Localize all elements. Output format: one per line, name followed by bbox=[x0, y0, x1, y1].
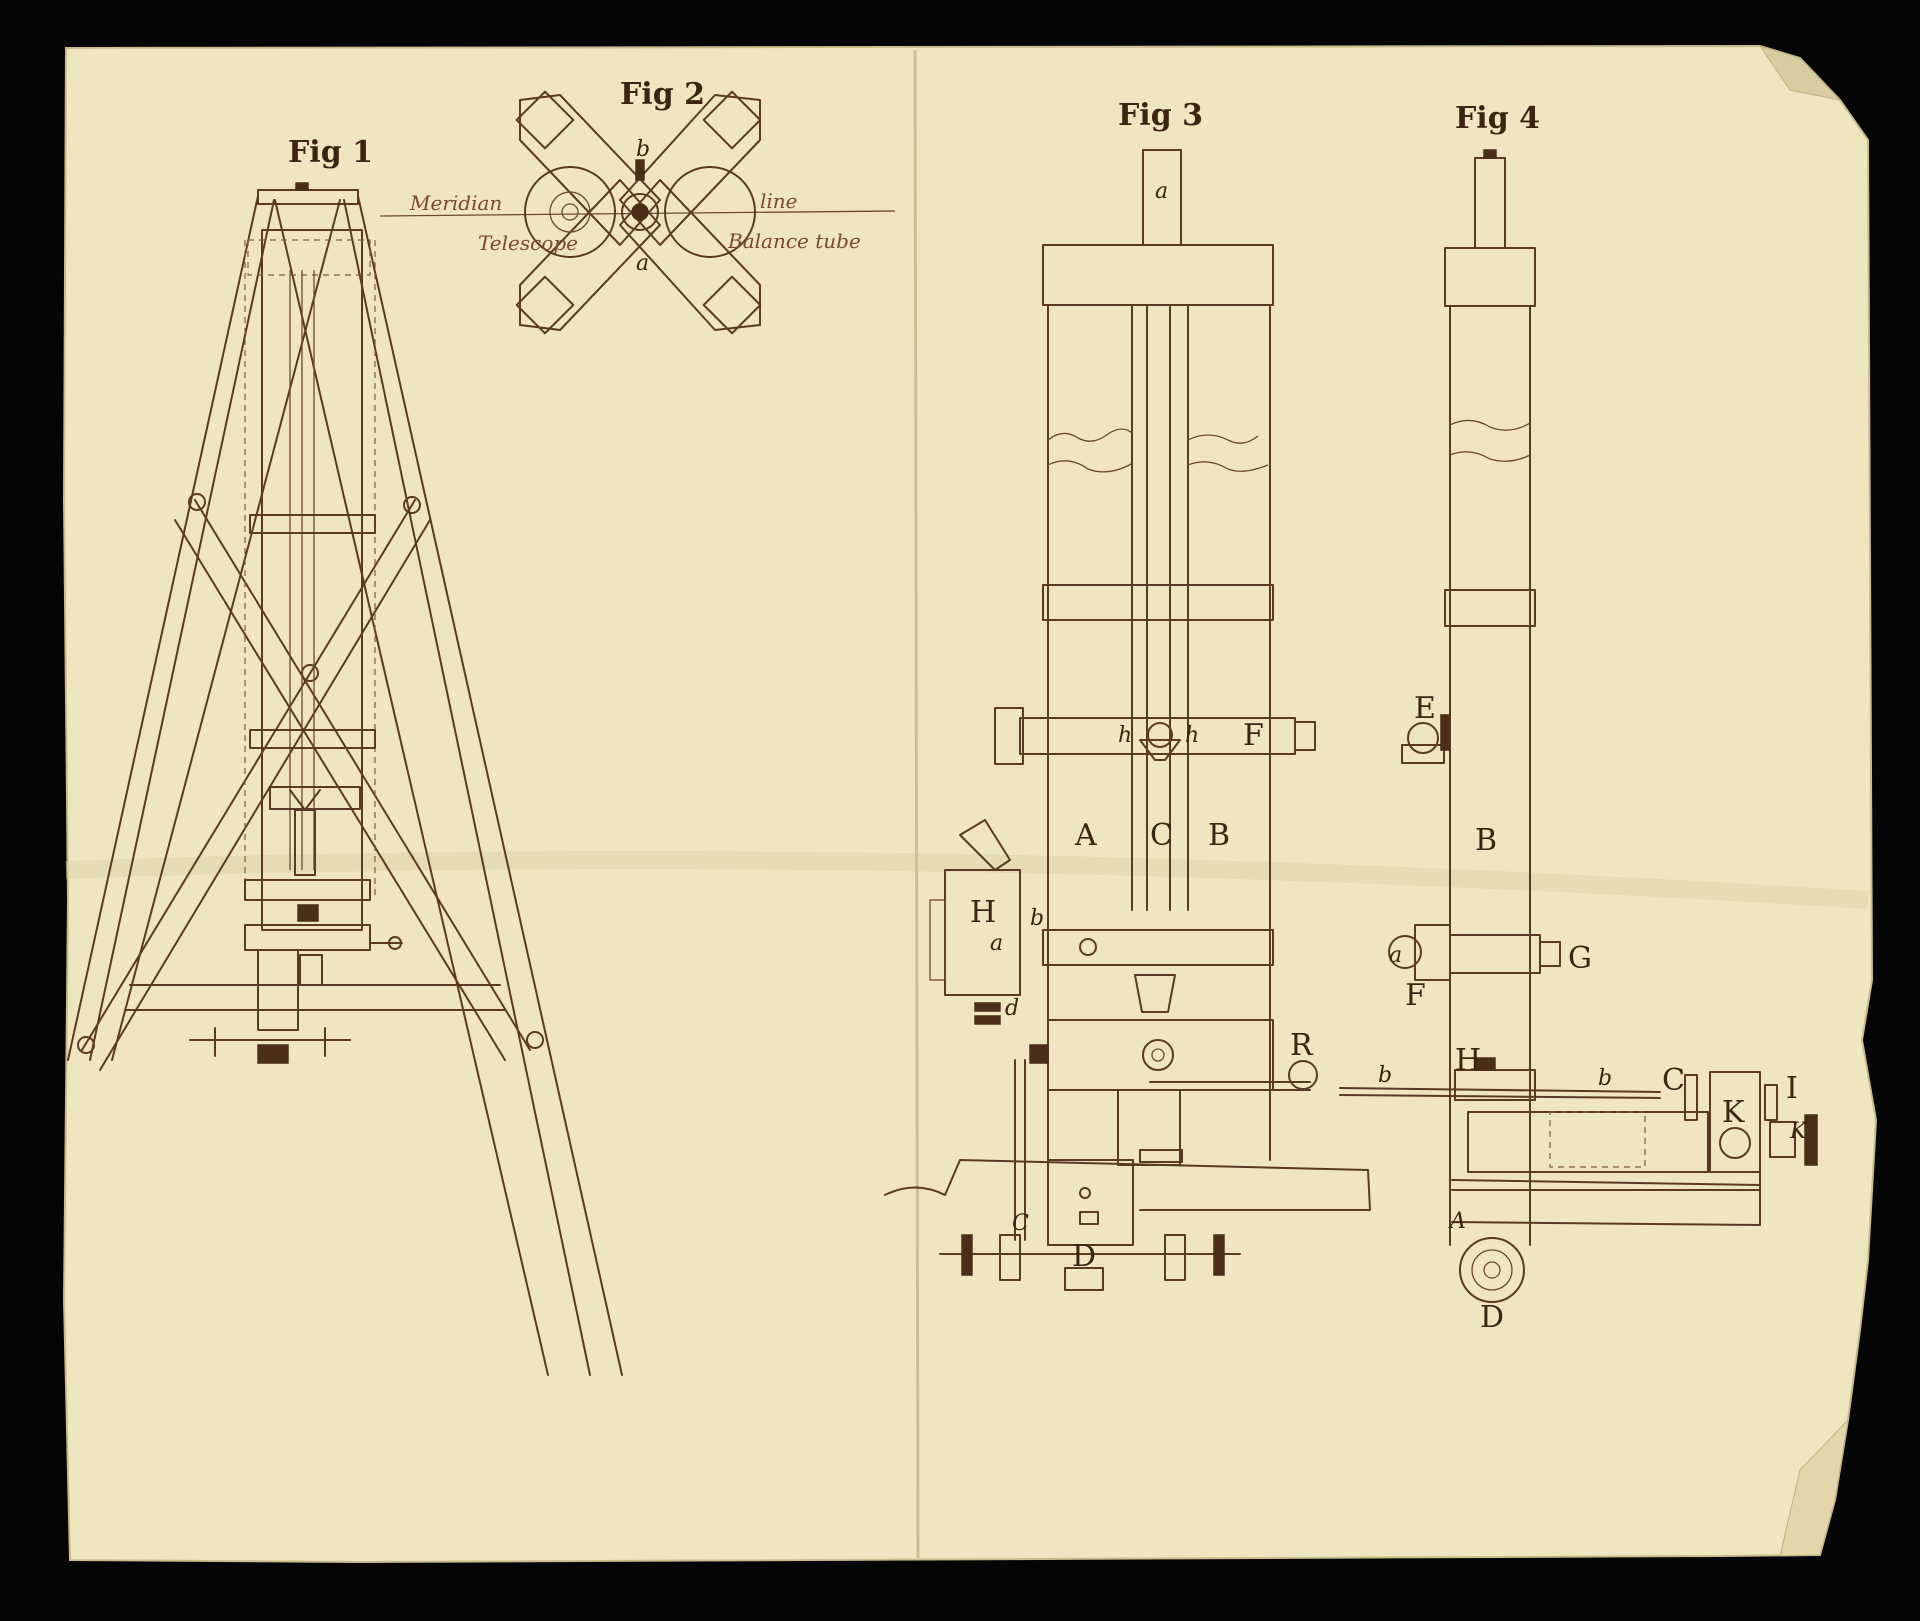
fig2-label-meridian: Meridian bbox=[409, 191, 502, 215]
fig4-label-A: A bbox=[1448, 1209, 1466, 1234]
fig1-title: Fig 1 bbox=[288, 135, 373, 170]
fig4-label-b-left: b bbox=[1378, 1063, 1392, 1088]
fig3-label-C: C bbox=[1150, 818, 1173, 853]
fig3-label-b: b bbox=[1030, 906, 1044, 931]
fig3-label-a-top: a bbox=[1155, 179, 1168, 204]
fig4-label-C: C bbox=[1662, 1063, 1685, 1098]
fig3-label-D: D bbox=[1072, 1239, 1096, 1274]
fig3-label-B: B bbox=[1208, 818, 1230, 853]
fig4-label-b-right: b bbox=[1598, 1066, 1612, 1091]
fig4-wheel-D bbox=[1459, 1237, 1525, 1303]
fig3-label-F: F bbox=[1243, 718, 1264, 753]
fig2-label-line: line bbox=[760, 189, 798, 213]
fig2-title: Fig 2 bbox=[620, 77, 705, 112]
fig4-label-D: D bbox=[1480, 1300, 1504, 1335]
fig3-label-d: d bbox=[1005, 996, 1019, 1021]
fig3-label-R: R bbox=[1290, 1028, 1314, 1063]
fig4-label-G: G bbox=[1568, 941, 1592, 976]
fig3-top-band bbox=[1042, 244, 1274, 306]
fig2-label-a: a bbox=[636, 251, 649, 276]
fig2-label-b: b bbox=[636, 137, 650, 162]
fig3-title: Fig 3 bbox=[1118, 98, 1203, 133]
fig3-label-h-right: h bbox=[1185, 723, 1199, 748]
paper-sheet bbox=[62, 44, 1878, 1564]
fig2-label-balance-tube: Balance tube bbox=[727, 229, 861, 253]
fig4-label-K: K bbox=[1722, 1095, 1745, 1130]
fig4-label-F: F bbox=[1405, 978, 1426, 1013]
fig3-label-A: A bbox=[1074, 818, 1097, 853]
fig2-label-telescope: Telescope bbox=[478, 231, 578, 255]
fig2-balance-tube-circle bbox=[664, 166, 756, 258]
fig4-title: Fig 4 bbox=[1455, 101, 1540, 136]
fig4-label-K-small: K bbox=[1789, 1119, 1808, 1144]
fig4-label-I: I bbox=[1786, 1071, 1798, 1106]
fig4-drawing: Fig 4 E B a G F H b b C K bbox=[1339, 101, 1818, 1335]
fig3-label-H: H bbox=[970, 895, 996, 930]
fig3-label-a-small: a bbox=[990, 931, 1003, 956]
fig3-label-h-left: h bbox=[1118, 723, 1132, 748]
fig3-label-C-small: C bbox=[1012, 1211, 1029, 1236]
fig2-drawing: Fig 2 Meridian line Telescope Balance tu… bbox=[379, 77, 896, 335]
fig4-label-E: E bbox=[1414, 691, 1436, 726]
fig4-label-H: H bbox=[1455, 1043, 1481, 1078]
fig3-drawing: Fig 3 a F h h A C B H b a d bbox=[884, 98, 1371, 1291]
fig4-label-a-small: a bbox=[1389, 943, 1402, 968]
fig1-drawing: Fig 1 bbox=[67, 135, 623, 1376]
fig2-telescope-circle bbox=[524, 166, 616, 258]
fig4-label-B: B bbox=[1475, 823, 1497, 858]
